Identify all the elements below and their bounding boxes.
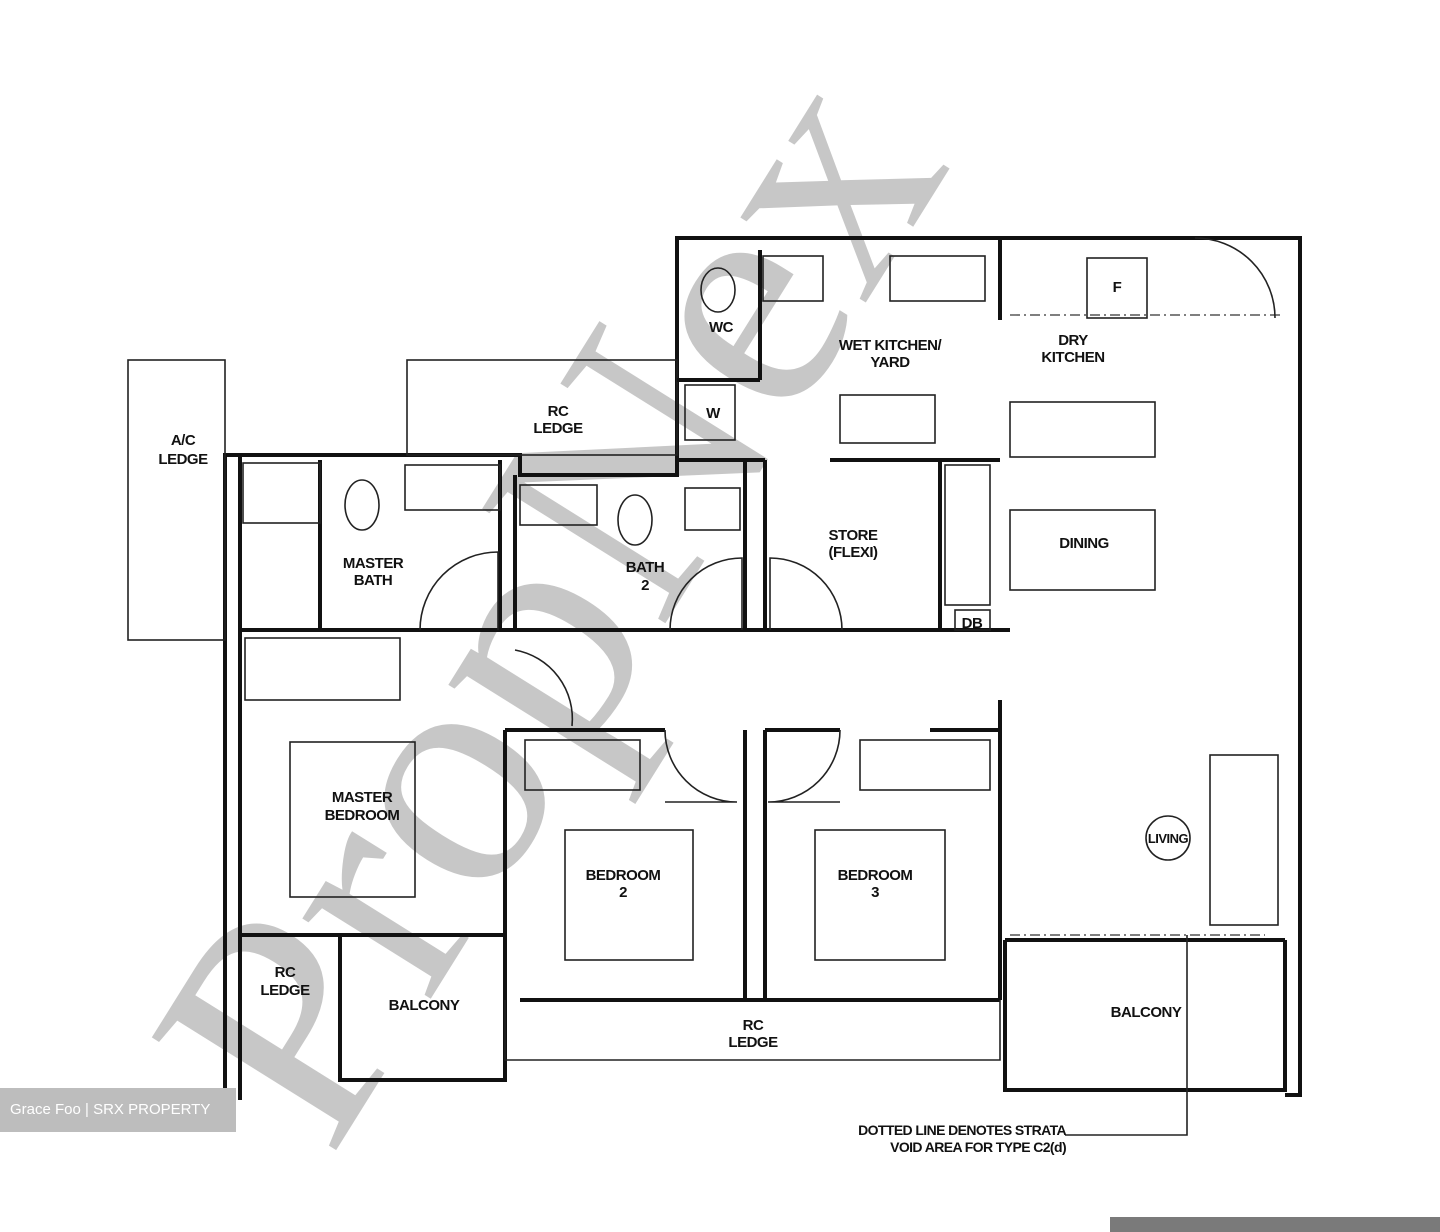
strata-note-line-2: VOID AREA FOR TYPE C2(d) bbox=[890, 1139, 1067, 1155]
watermark-logo: PropNex bbox=[82, 10, 1013, 1198]
rc-ledge-top-label-2: LEDGE bbox=[533, 420, 583, 437]
ac-ledge-label: A/C bbox=[171, 432, 196, 449]
bedroom2-label: BEDROOM bbox=[586, 867, 661, 884]
master-bath-label: MASTER bbox=[343, 555, 404, 572]
rc-ledge-bottom-label: RC bbox=[743, 1017, 764, 1034]
bath2-label: BATH bbox=[626, 559, 665, 576]
w-label: W bbox=[706, 405, 721, 422]
bottom-bar bbox=[1110, 1217, 1440, 1232]
dining-label: DINING bbox=[1059, 535, 1109, 552]
svg-text:PropNex: PropNex bbox=[82, 10, 1013, 1198]
bedroom2-label-2: 2 bbox=[619, 884, 627, 901]
strata-note-line-1: DOTTED LINE DENOTES STRATA bbox=[858, 1122, 1066, 1138]
wet-kitchen-label-2: YARD bbox=[870, 354, 910, 371]
balcony-left-label: BALCONY bbox=[389, 997, 460, 1014]
walls bbox=[127, 236, 1302, 1136]
room-labels: A/C LEDGE RC LEDGE WC W F WET KITCHEN/ Y… bbox=[158, 279, 1189, 1051]
master-bedroom-label: MASTER bbox=[332, 789, 393, 806]
master-bedroom-label-2: BEDROOM bbox=[325, 807, 400, 824]
db-label: DB bbox=[962, 615, 983, 632]
ac-ledge-label-2: LEDGE bbox=[158, 451, 208, 468]
rc-ledge-left-label: RC bbox=[275, 964, 296, 981]
credit-label: Grace Foo | SRX PROPERTY bbox=[0, 1088, 236, 1132]
strata-note: DOTTED LINE DENOTES STRATA VOID AREA FOR… bbox=[858, 1122, 1066, 1156]
living-label: LIVING bbox=[1148, 831, 1189, 846]
bedroom3-label: BEDROOM bbox=[838, 867, 913, 884]
master-bath-label-2: BATH bbox=[354, 572, 393, 589]
store-label-2: (FLEXI) bbox=[829, 544, 878, 561]
bedroom3-label-2: 3 bbox=[871, 884, 879, 901]
dry-kitchen-label: DRY bbox=[1058, 332, 1088, 349]
wc-label: WC bbox=[709, 319, 734, 336]
rc-ledge-top-label: RC bbox=[548, 403, 569, 420]
dry-kitchen-label-2: KITCHEN bbox=[1041, 349, 1104, 366]
wet-kitchen-label: WET KITCHEN/ bbox=[839, 337, 943, 354]
store-label: STORE bbox=[829, 527, 878, 544]
rc-ledge-left-label-2: LEDGE bbox=[260, 982, 310, 999]
bath2-label-2: 2 bbox=[641, 577, 649, 594]
balcony-right-label: BALCONY bbox=[1111, 1004, 1182, 1021]
rc-ledge-bottom-label-2: LEDGE bbox=[728, 1034, 778, 1051]
f-label: F bbox=[1113, 279, 1122, 296]
